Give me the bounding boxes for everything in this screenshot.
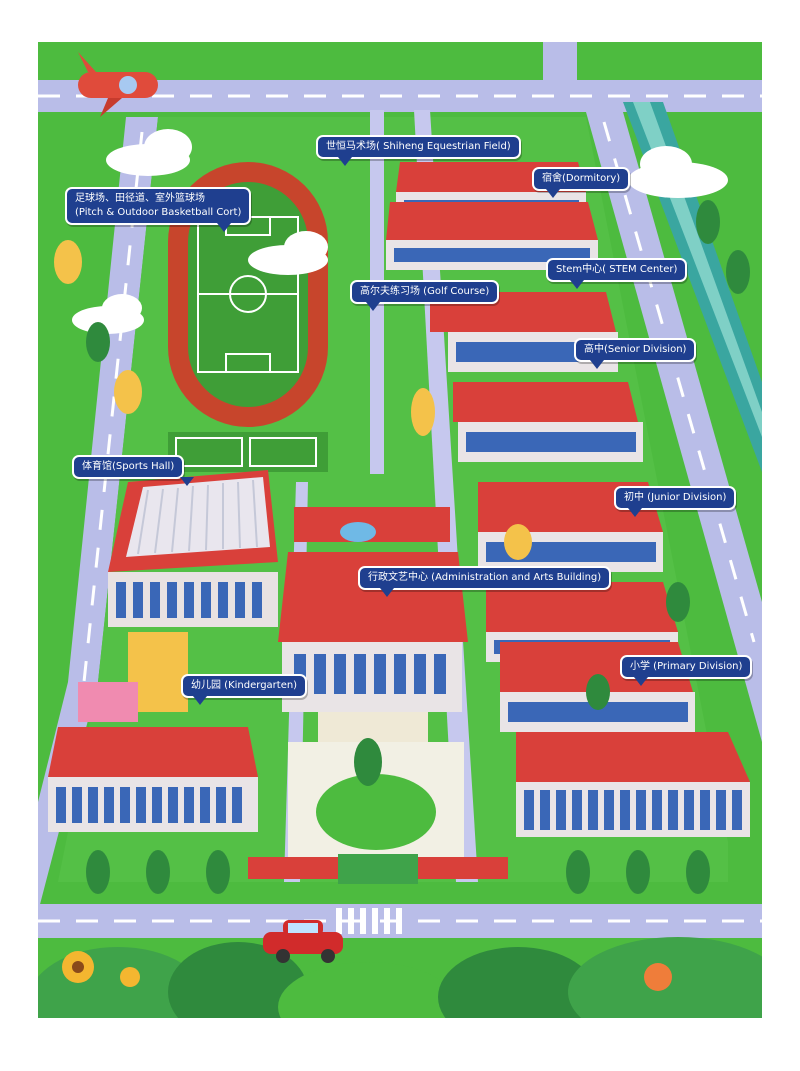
- label-equestrian-text: 世恒马术场( Shiheng Equestrian Field): [326, 141, 511, 152]
- label-junior-division[interactable]: 初中 (Junior Division): [614, 486, 737, 517]
- label-stem-center-text: Stem中心( STEM Center): [556, 264, 678, 275]
- label-primary-division[interactable]: 小学 (Primary Division): [620, 655, 753, 686]
- label-sports-field-cn: 足球场、田径道、室外篮球场: [75, 193, 205, 204]
- red-car: [263, 920, 343, 963]
- senior-division-building: [453, 382, 643, 462]
- label-senior-division-text: 高中(Senior Division): [584, 344, 687, 355]
- label-sports-hall-text: 体育馆(Sports Hall): [82, 461, 175, 472]
- label-sports-hall[interactable]: 体育馆(Sports Hall): [72, 455, 194, 486]
- primary-division-building: [500, 642, 750, 837]
- label-stem-center[interactable]: Stem中心( STEM Center): [546, 258, 688, 289]
- label-equestrian-field[interactable]: 世恒马术场( Shiheng Equestrian Field): [316, 135, 521, 166]
- label-golf-course-text: 高尔夫练习场 (Golf Course): [360, 286, 490, 297]
- label-sports-field-en: (Pitch & Outdoor Basketball Cort): [75, 207, 242, 218]
- label-dormitory-text: 宿舍(Dormitory): [542, 173, 621, 184]
- sports-hall-building: [108, 470, 278, 627]
- label-administration-text: 行政文艺中心 (Administration and Arts Building…: [368, 572, 602, 583]
- label-dormitory[interactable]: 宿舍(Dormitory): [532, 167, 631, 198]
- label-administration-building[interactable]: 行政文艺中心 (Administration and Arts Building…: [358, 566, 612, 597]
- label-kindergarten[interactable]: 幼儿园 (Kindergarten): [181, 674, 308, 705]
- dormitory-building: [386, 162, 598, 270]
- kindergarten-building: [48, 632, 258, 832]
- trees: [54, 200, 750, 894]
- sports-field: [168, 162, 328, 472]
- clouds: [72, 129, 728, 334]
- label-junior-division-text: 初中 (Junior Division): [624, 492, 727, 503]
- label-sports-field[interactable]: 足球场、田径道、室外篮球场 (Pitch & Outdoor Basketbal…: [65, 187, 252, 232]
- label-kindergarten-text: 幼儿园 (Kindergarten): [191, 680, 298, 691]
- campus-map: 世恒马术场( Shiheng Equestrian Field) 足球场、田径道…: [28, 42, 788, 1057]
- label-primary-division-text: 小学 (Primary Division): [630, 661, 743, 672]
- administration-building: [278, 507, 468, 742]
- airplane: [78, 52, 158, 117]
- label-golf-course[interactable]: 高尔夫练习场 (Golf Course): [350, 280, 500, 311]
- label-senior-division[interactable]: 高中(Senior Division): [574, 338, 697, 369]
